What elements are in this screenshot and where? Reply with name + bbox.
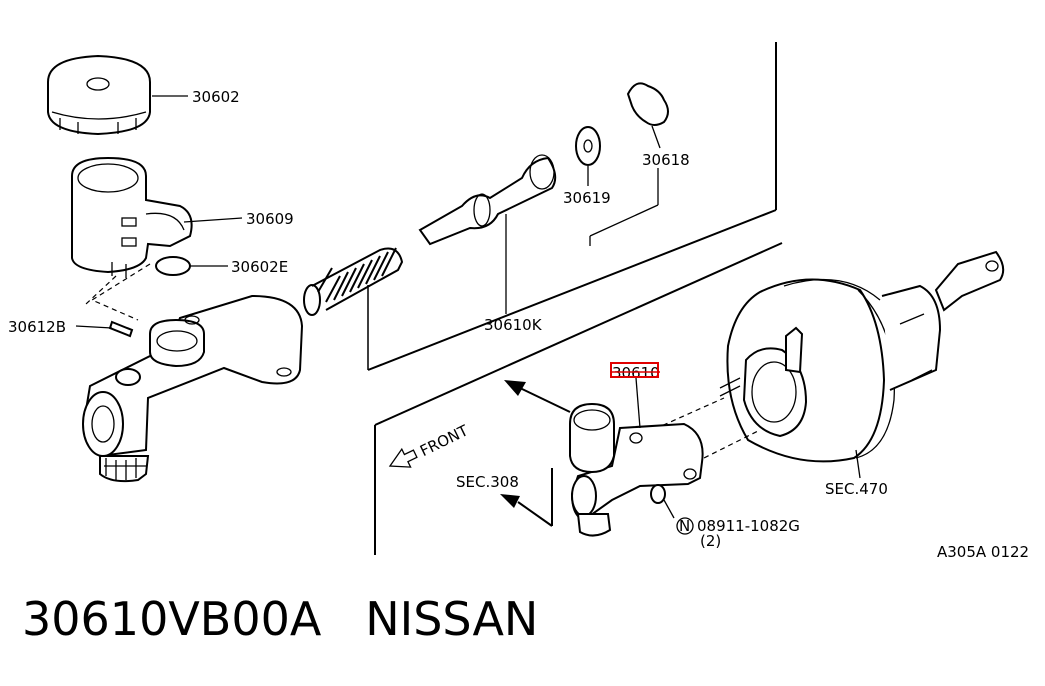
callout-bracket	[589, 168, 659, 246]
n-marker-circle	[676, 517, 694, 535]
callout-30610k: 30610K	[484, 316, 543, 334]
callout-bolt-qty: (2)	[700, 532, 721, 550]
callout-30618: 30618	[642, 151, 690, 169]
brake-booster	[719, 250, 1005, 463]
callout-30602e: 30602E	[231, 258, 288, 276]
direction-arrows	[500, 380, 571, 527]
frame-lines	[367, 42, 783, 555]
callout-30609: 30609	[246, 210, 294, 228]
drawing-code: A305A 0122	[937, 543, 1029, 561]
master-cylinder-body	[82, 294, 304, 483]
callout-30602: 30602	[192, 88, 240, 106]
front-arrow: FRONT	[388, 421, 472, 468]
callout-30610-highlighted: 30610	[610, 362, 660, 382]
gasket	[626, 82, 669, 126]
washer	[575, 126, 601, 166]
callout-sec308: SEC.308	[456, 473, 519, 491]
callout-30612b: 30612B	[8, 318, 66, 336]
part-number: 30610VB00A	[22, 592, 322, 646]
piston-push-rod	[418, 154, 557, 246]
leader-lines	[75, 95, 861, 519]
brand-name: NISSAN	[365, 592, 539, 646]
callout-30619: 30619	[563, 189, 611, 207]
front-label: FRONT	[417, 421, 472, 460]
callout-30610: 30610	[612, 364, 660, 382]
retaining-pin	[108, 320, 134, 338]
return-spring	[303, 247, 404, 316]
part-caption: 30610VB00A NISSAN	[22, 596, 538, 642]
master-cylinder-assembly	[569, 402, 704, 537]
reservoir-cap	[47, 54, 151, 136]
seal-ring	[155, 256, 191, 276]
callout-sec470: SEC.470	[825, 480, 888, 498]
callout-bolt: 08911-1082G	[697, 517, 800, 535]
highlight-box	[610, 362, 659, 378]
n-marker: N	[679, 517, 690, 535]
assembly-guides-left	[85, 263, 151, 321]
bolt-callout: N 08911-1082G (2)	[676, 517, 800, 550]
